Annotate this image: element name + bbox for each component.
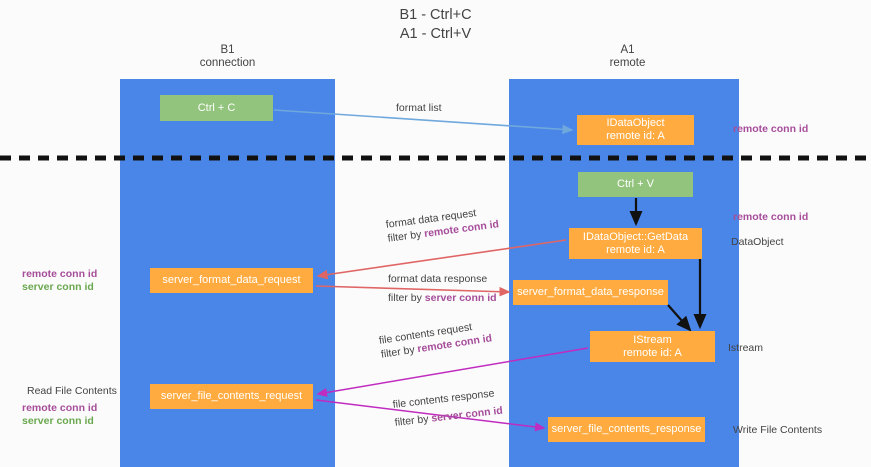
- flow-label-format-list-text: format list: [396, 102, 442, 114]
- lane-a1-name: A1: [620, 44, 635, 56]
- annotation-left-remote-conn-id-a: remote conn id: [22, 268, 98, 280]
- diagram-title: B1 - Ctrl+C A1 - Ctrl+V: [0, 6, 871, 44]
- annotation-remote-conn-id-mid: remote conn id: [733, 211, 809, 223]
- node-server-file-contents-response[interactable]: server_file_contents_response: [548, 417, 705, 442]
- node-getdata-line-2: remote id: A: [606, 243, 665, 256]
- flow-label-format-data-response-text: format data response: [388, 273, 488, 285]
- annotation-left-conn-ids-top: remote conn id server conn id: [22, 268, 97, 294]
- node-getdata-line-1: IDataObject::GetData: [582, 230, 689, 243]
- filter-prefix: filter by: [394, 412, 433, 429]
- node-idataobject[interactable]: IDataObject remote id: A: [577, 115, 694, 145]
- node-server-file-contents-request[interactable]: server_file_contents_request: [150, 384, 313, 409]
- flow-label-format-list: format list: [396, 101, 442, 115]
- filter-key-server-conn-id-2: server conn id: [430, 404, 504, 425]
- node-server-format-data-request[interactable]: server_format_data_request: [150, 268, 313, 293]
- lane-header-b1: B1 connection: [145, 44, 310, 70]
- filter-key-server-conn-id: server conn id: [424, 292, 497, 304]
- node-idataobject-line-1: IDataObject: [606, 117, 665, 129]
- flow-label-format-data-response: format data response filter by server co…: [388, 272, 497, 305]
- node-server-file-contents-request-label: server_file_contents_request: [160, 390, 303, 402]
- node-istream-line-1: IStream: [633, 333, 672, 346]
- flow-label-file-contents-request: file contents request filter by remote c…: [378, 317, 493, 361]
- lane-b1-name: B1: [220, 44, 235, 56]
- node-server-format-data-response-label: server_format_data_response: [517, 286, 664, 298]
- annotation-left-server-conn-id-a: server conn id: [22, 281, 94, 293]
- lane-b1-sub: connection: [199, 57, 256, 69]
- title-line-1: B1 - Ctrl+C: [399, 7, 472, 23]
- node-server-format-data-response[interactable]: server_format_data_response: [513, 280, 668, 305]
- filter-prefix: filter by: [380, 343, 419, 361]
- annotation-left-remote-conn-id-b: remote conn id: [22, 402, 98, 414]
- node-ctrl-c[interactable]: Ctrl + C: [160, 95, 273, 121]
- annotation-istream: Istream: [728, 342, 764, 354]
- node-idataobject-line-2: remote id: A: [606, 130, 665, 142]
- node-server-format-data-request-label: server_format_data_request: [162, 274, 301, 286]
- annotation-write-file-contents: Write File Contents: [733, 424, 823, 436]
- node-istream[interactable]: IStream remote id: A: [590, 331, 715, 362]
- node-ctrl-v-label: Ctrl + V: [617, 178, 654, 190]
- flow-label-format-data-response-filter: filter by server conn id: [388, 291, 497, 305]
- flow-label-format-data-request: format data request filter by remote con…: [385, 203, 500, 245]
- lane-a1-sub: remote: [609, 57, 646, 69]
- node-istream-line-2: remote id: A: [623, 346, 682, 359]
- dashed-separator: [0, 155, 871, 161]
- annotation-read-file-contents: Read File Contents: [27, 385, 117, 397]
- flow-label-file-contents-response: file contents response filter by server …: [392, 386, 503, 430]
- node-ctrl-v[interactable]: Ctrl + V: [578, 172, 693, 197]
- annotation-left-server-conn-id-b: server conn id: [22, 415, 94, 427]
- node-getdata[interactable]: IDataObject::GetData remote id: A: [569, 228, 702, 259]
- title-line-2: A1 - Ctrl+V: [399, 26, 472, 42]
- annotation-dataobject: DataObject: [731, 236, 784, 248]
- node-ctrl-c-label: Ctrl + C: [197, 101, 236, 114]
- annotation-remote-conn-id-top: remote conn id: [733, 123, 809, 135]
- filter-prefix: filter by: [386, 228, 425, 245]
- lane-header-a1: A1 remote: [545, 44, 710, 70]
- filter-prefix: filter by: [388, 292, 425, 304]
- node-server-file-contents-response-label: server_file_contents_response: [551, 423, 702, 435]
- annotation-left-conn-ids-bottom: remote conn id server conn id: [22, 402, 97, 428]
